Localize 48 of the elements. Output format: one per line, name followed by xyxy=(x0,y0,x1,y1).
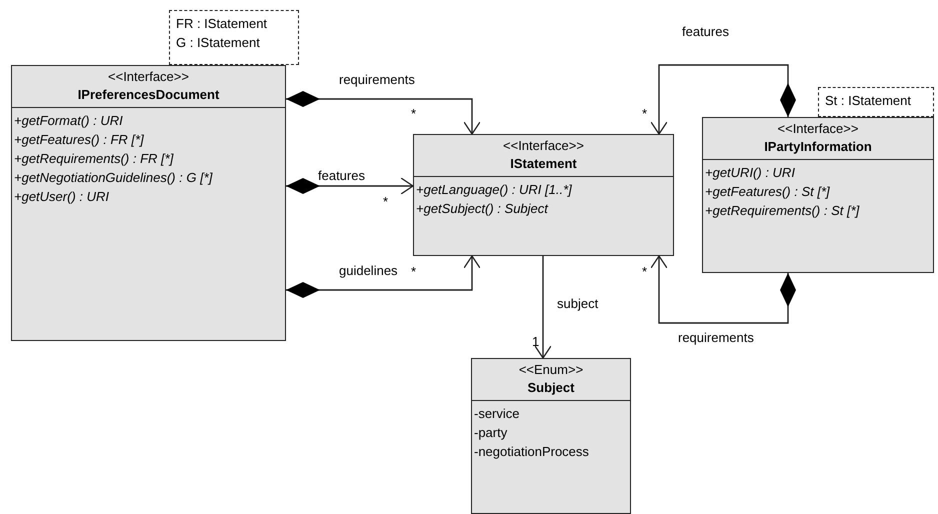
enum-literal: -party xyxy=(474,424,508,442)
stereotype: <<Interface>> xyxy=(107,68,190,86)
operation: +getRequirements() : FR [*] xyxy=(14,150,174,168)
multiplicity: * xyxy=(382,194,390,209)
template-parameter-box xyxy=(169,10,299,65)
stereotype: <<Interface>> xyxy=(776,120,860,138)
multiplicity: * xyxy=(641,106,648,121)
edge-label: subject xyxy=(555,296,600,311)
operation: +getFeatures() : FR [*] xyxy=(14,131,145,149)
multiplicity: * xyxy=(641,264,648,279)
operation: +getURI() : URI xyxy=(705,164,796,182)
association-arrow xyxy=(286,91,481,135)
stereotype: <<Enum>> xyxy=(518,361,584,379)
template-parameter-box xyxy=(818,87,934,117)
class-box xyxy=(11,65,286,341)
multiplicity: * xyxy=(410,264,418,279)
template-parameter: FR : IStatement xyxy=(176,15,268,33)
operation: +getFormat() : URI xyxy=(14,112,124,130)
class-name: IStatement xyxy=(509,155,578,173)
template-parameter: St : IStatement xyxy=(825,92,912,110)
operation: +getRequirements() : St [*] xyxy=(705,202,860,220)
template-parameter: G : IStatement xyxy=(176,34,261,52)
association-arrow xyxy=(286,255,481,298)
class-name: Subject xyxy=(526,379,576,397)
enum-literal: -service xyxy=(474,405,521,423)
operation: +getFeatures() : St [*] xyxy=(705,183,831,201)
class-name: IPreferencesDocument xyxy=(76,86,220,104)
association-arrow xyxy=(286,177,414,195)
class-box xyxy=(413,134,674,256)
edge-label: features xyxy=(316,168,367,183)
association-arrow xyxy=(650,64,796,135)
operation: +getLanguage() : URI [1..*] xyxy=(416,181,573,199)
operation: +getNegotiationGuidelines() : G [*] xyxy=(14,169,214,187)
stereotype: <<Interface>> xyxy=(502,137,585,155)
edge-label: requirements xyxy=(676,330,756,345)
association-arrow xyxy=(650,255,796,324)
edge-label: guidelines xyxy=(337,263,400,278)
association-arrow xyxy=(534,256,552,359)
class-name: IPartyInformation xyxy=(763,138,873,156)
multiplicity: * xyxy=(410,106,418,121)
class-box xyxy=(702,117,934,273)
operation: +getUser() : URI xyxy=(14,188,110,206)
operation: +getSubject() : Subject xyxy=(416,200,550,218)
edge-label: features xyxy=(680,24,731,39)
class-box xyxy=(471,358,631,514)
enum-literal: -negotiationProcess xyxy=(474,443,590,461)
multiplicity: 1 xyxy=(531,334,540,349)
edge-label: requirements xyxy=(337,72,417,87)
